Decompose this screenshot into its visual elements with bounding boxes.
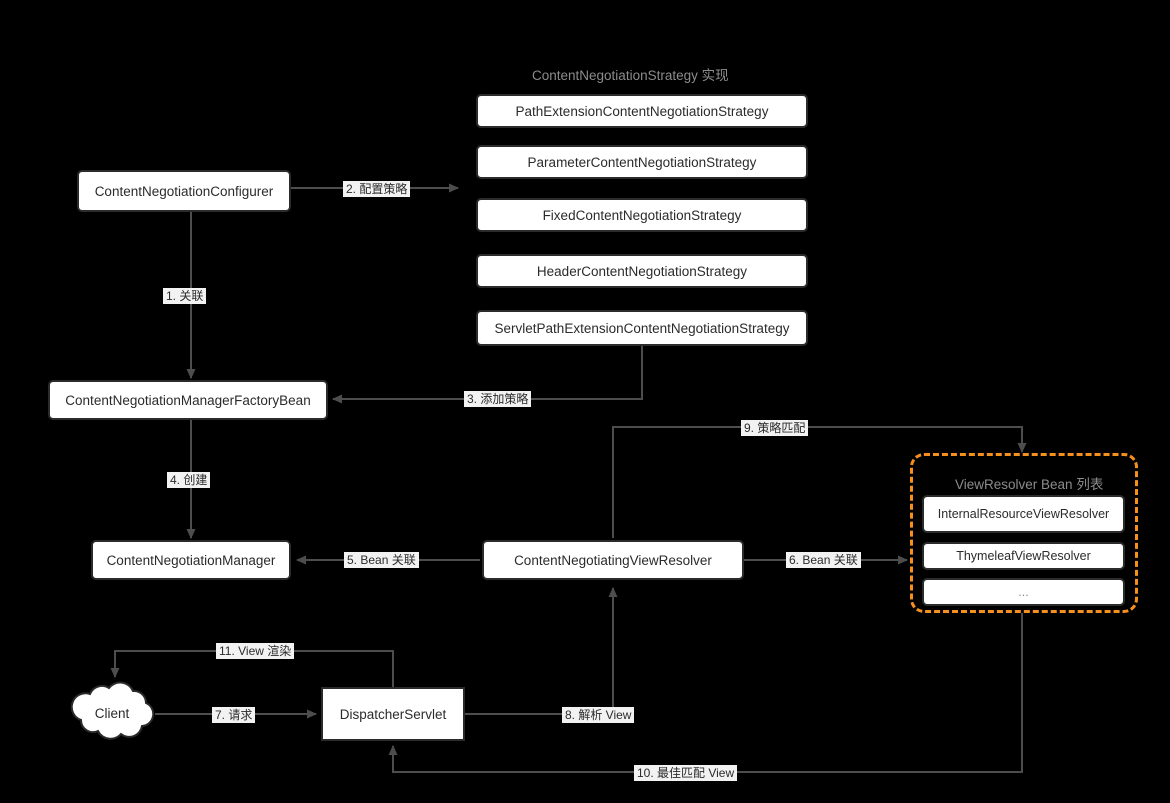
edge-label-7: 7. 请求 — [212, 707, 256, 723]
view-resolver-more[interactable]: ... — [922, 578, 1125, 606]
edge-label-4: 4. 创建 — [167, 472, 211, 488]
edge-label-1: 1. 关联 — [163, 288, 207, 304]
view-resolver-internal-resource[interactable]: InternalResourceViewResolver — [922, 495, 1125, 533]
strategy-box-path-extension[interactable]: PathExtensionContentNegotiationStrategy — [476, 94, 808, 128]
node-dispatcher-servlet[interactable]: DispatcherServlet — [321, 687, 465, 741]
view-resolver-group-title: ViewResolver Bean 列表 — [955, 477, 1104, 492]
view-resolver-thymeleaf[interactable]: ThymeleafViewResolver — [922, 542, 1125, 570]
edge-label-2: 2. 配置策略 — [343, 181, 411, 197]
edge-label-5: 5. Bean 关联 — [344, 552, 419, 568]
node-content-negotiating-view-resolver[interactable]: ContentNegotiatingViewResolver — [482, 540, 744, 580]
edge-label-8: 8. 解析 View — [562, 707, 635, 723]
edge-label-9: 9. 策略匹配 — [741, 420, 809, 436]
edge-label-6: 6. Bean 关联 — [786, 552, 861, 568]
node-content-negotiation-manager[interactable]: ContentNegotiationManager — [91, 540, 291, 580]
node-content-negotiation-manager-factory-bean[interactable]: ContentNegotiationManagerFactoryBean — [48, 380, 328, 420]
view-resolver-bean-group — [910, 453, 1138, 613]
strategy-box-servlet-path-extension[interactable]: ServletPathExtensionContentNegotiationSt… — [476, 310, 808, 346]
node-client[interactable]: Client — [66, 678, 158, 748]
edge-label-10: 10. 最佳匹配 View — [634, 765, 738, 781]
client-label: Client — [94, 705, 130, 721]
strategy-box-fixed[interactable]: FixedContentNegotiationStrategy — [476, 198, 808, 232]
strategy-box-parameter[interactable]: ParameterContentNegotiationStrategy — [476, 145, 808, 179]
edge-label-11: 11. View 渲染 — [216, 643, 295, 659]
cloud-icon — [70, 681, 155, 740]
edge-label-3: 3. 添加策略 — [464, 391, 532, 407]
strategy-group-title: ContentNegotiationStrategy 实现 — [532, 68, 729, 83]
node-content-negotiation-configurer[interactable]: ContentNegotiationConfigurer — [77, 170, 291, 212]
strategy-box-header[interactable]: HeaderContentNegotiationStrategy — [476, 254, 808, 288]
